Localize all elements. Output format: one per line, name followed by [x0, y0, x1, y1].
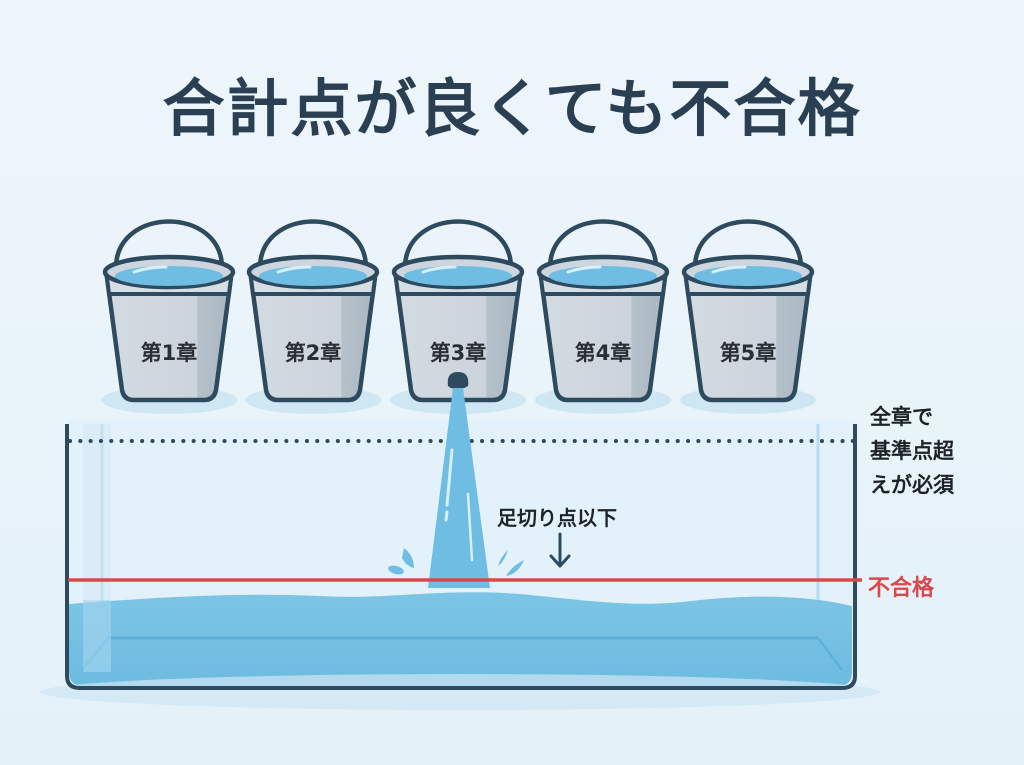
bucket-label-chapter-2: 第2章: [284, 341, 342, 365]
fail-label: 不合格: [868, 576, 935, 601]
down-arrow-icon: [549, 532, 571, 568]
bucket-label-chapter-5: 第5章: [719, 341, 777, 365]
bucket-label-chapter-4: 第4章: [574, 341, 632, 365]
tank-outline: [65, 424, 857, 690]
bucket-chapter-2: [245, 222, 381, 415]
threshold-note-line-1: 全章で: [870, 405, 933, 429]
leaking-water-stream: [428, 388, 490, 588]
leak-hole-icon: [447, 372, 469, 389]
bucket-chapter-1: [101, 222, 237, 415]
splash-icon: [402, 548, 414, 568]
cutoff-label: 足切り点以下: [497, 506, 617, 530]
bucket-label-chapter-1: 第1章: [140, 341, 198, 365]
page-title: 合計点が良くても不合格: [162, 72, 862, 145]
bucket-label-chapter-3: 第3章: [429, 341, 487, 365]
bucket-chapter-5: [680, 222, 816, 415]
threshold-note: 全章で 基準点超 えが必須: [870, 400, 954, 502]
threshold-note-line-3: えが必須: [870, 473, 954, 497]
bucket-chapter-4: [535, 222, 671, 415]
threshold-note-line-2: 基準点超: [870, 439, 954, 463]
